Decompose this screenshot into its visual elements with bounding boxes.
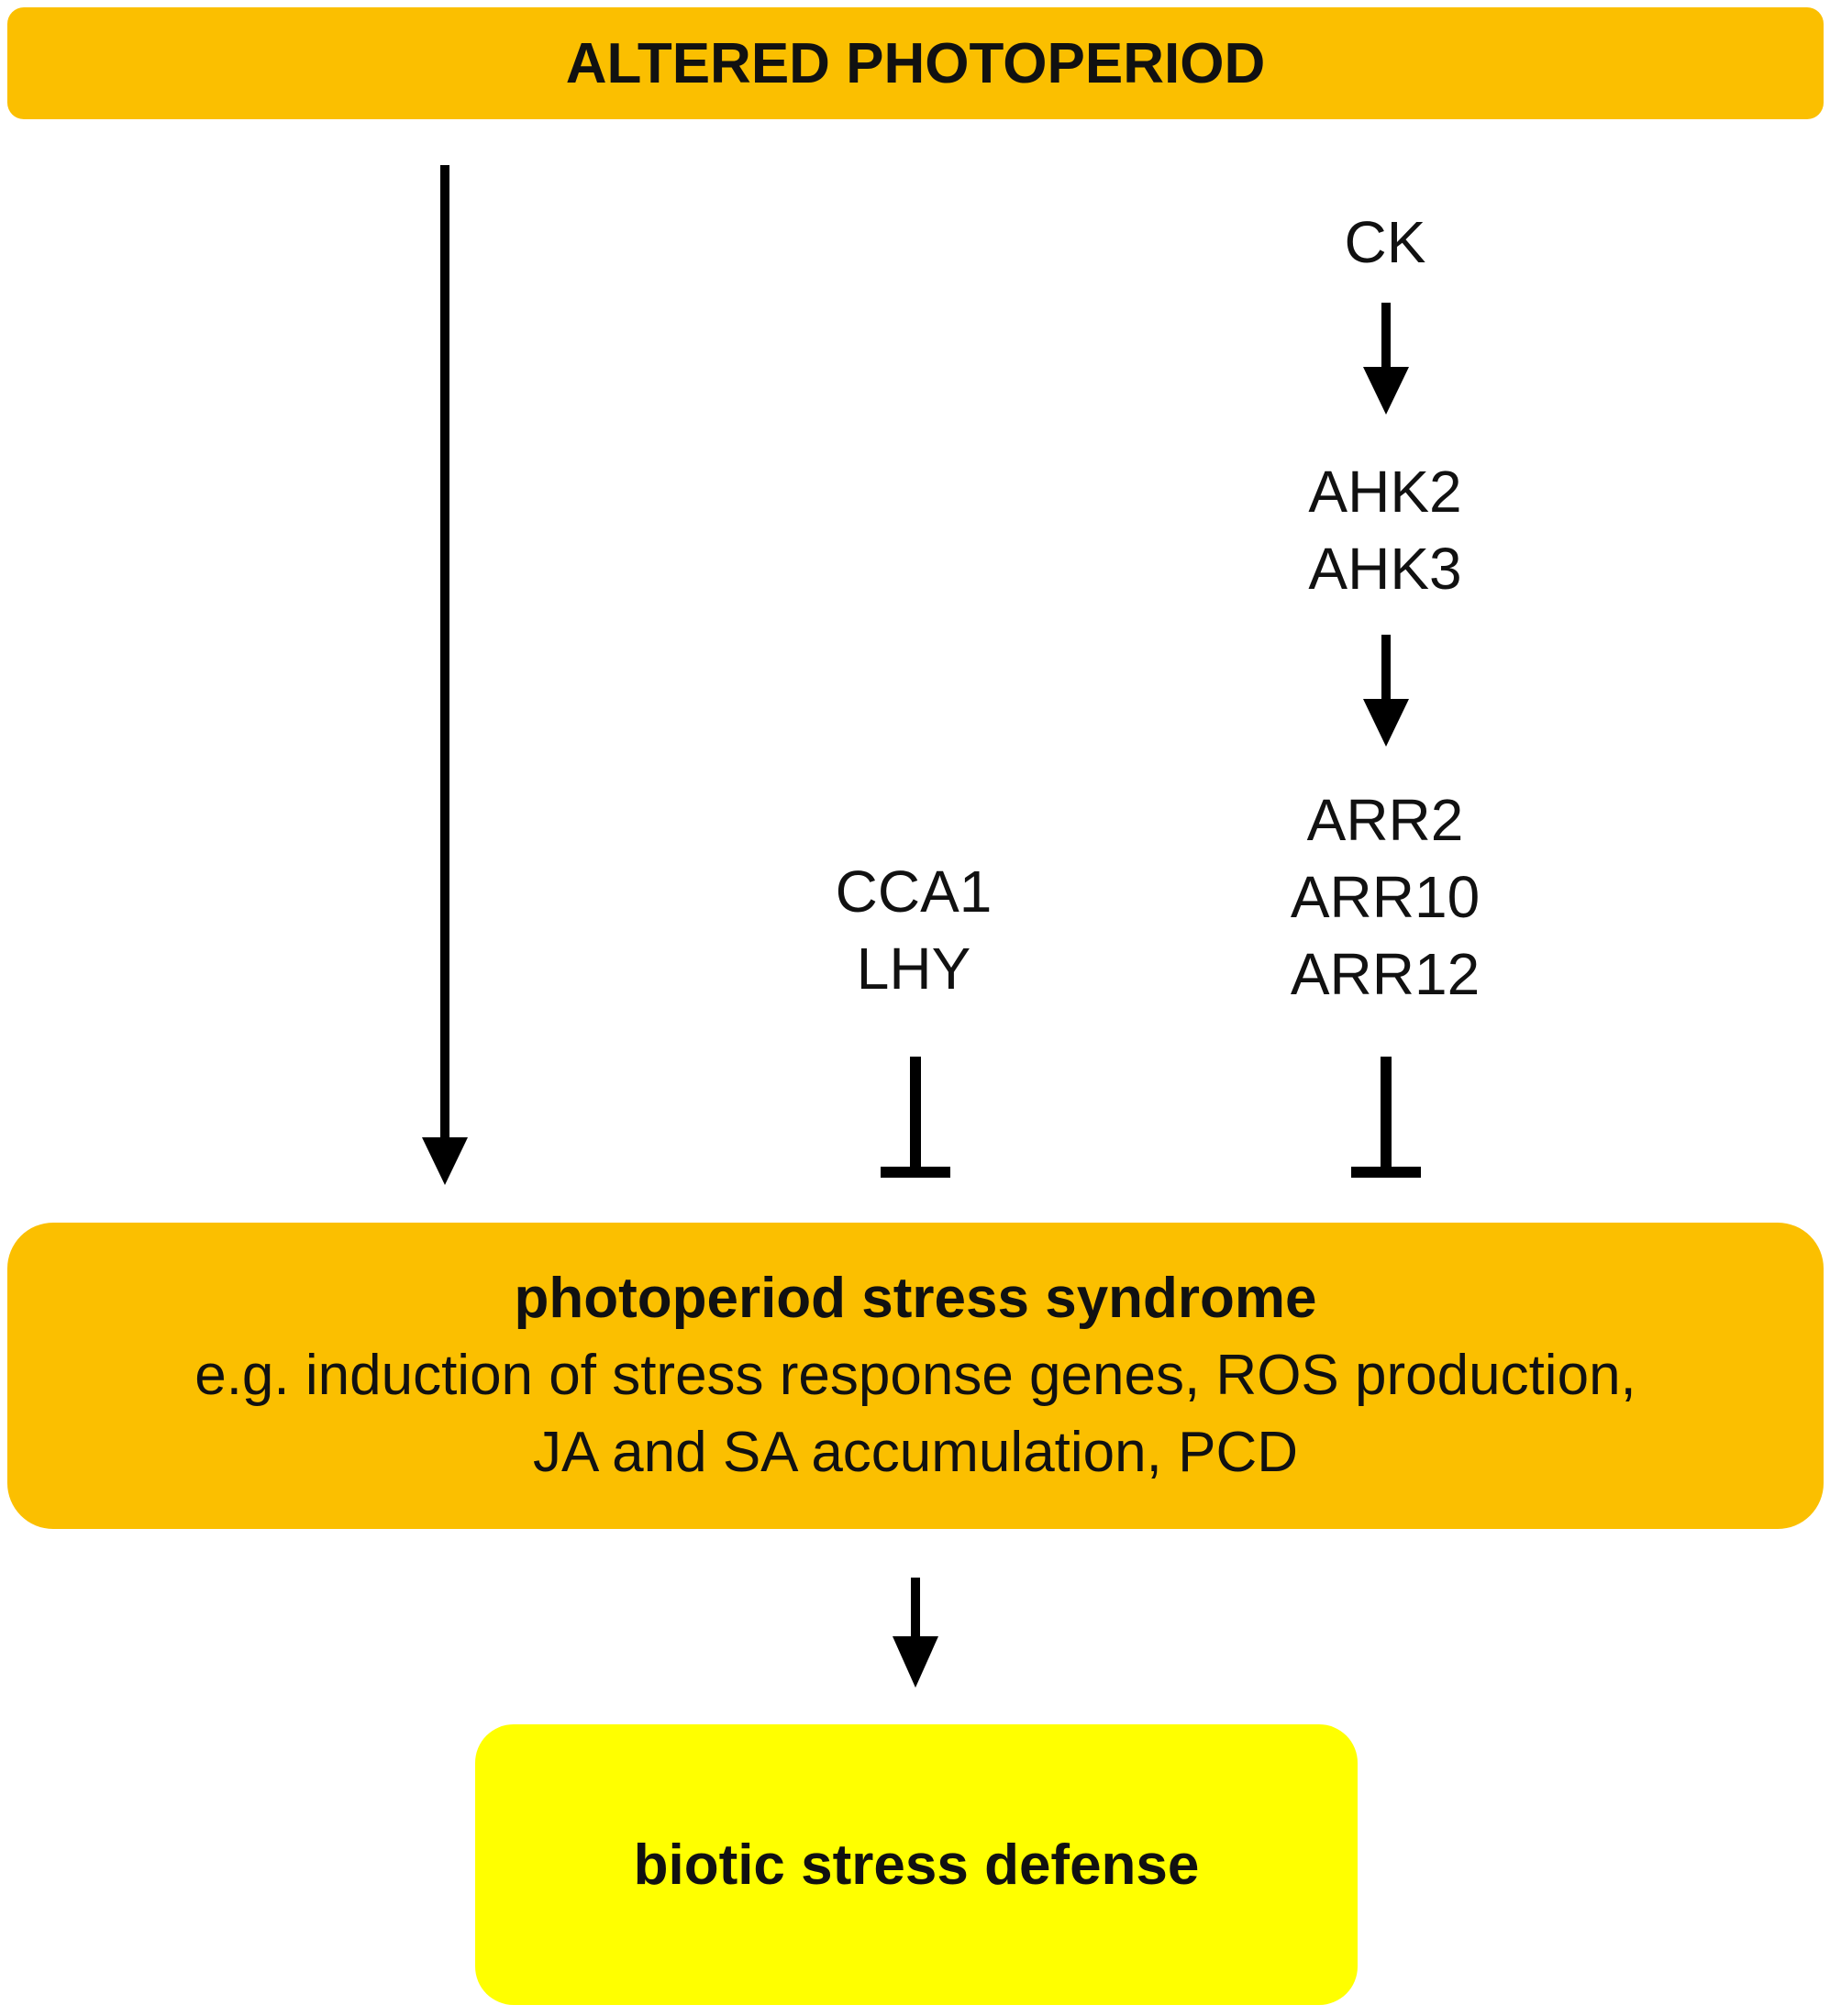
altered-photoperiod-label: ALTERED PHOTOPERIOD — [565, 31, 1266, 95]
stress-syndrome-line-1: e.g. induction of stress response genes,… — [194, 1344, 1636, 1407]
arrow-ahk-to-arr — [1363, 635, 1409, 747]
arr10-text: ARR10 — [1290, 864, 1481, 930]
cca1-text: CCA1 — [835, 858, 993, 925]
ahk2-text: AHK2 — [1308, 459, 1462, 525]
inhibition-arr-to-syndrome — [1351, 1057, 1421, 1178]
biotic-defense-box: biotic stress defense — [475, 1724, 1358, 2005]
ck-label: CK — [1248, 204, 1523, 281]
lhy-text: LHY — [856, 936, 971, 1002]
stress-syndrome-title: photoperiod stress syndrome — [514, 1267, 1317, 1330]
ahk3-text: AHK3 — [1308, 536, 1462, 602]
cca1-lhy-label: CCA1 LHY — [776, 853, 1051, 1007]
stress-syndrome-line-2: JA and SA accumulation, PCD — [532, 1421, 1298, 1484]
arr2-text: ARR2 — [1306, 787, 1464, 853]
arrow-photoperiod-to-syndrome — [422, 165, 468, 1185]
ck-text: CK — [1344, 209, 1426, 275]
arrow-ck-to-ahk — [1363, 303, 1409, 415]
ahk-label: AHK2 AHK3 — [1248, 453, 1523, 607]
arr-label: ARR2 ARR10 ARR12 — [1248, 781, 1523, 1013]
inhibition-cca1-to-syndrome — [881, 1057, 950, 1178]
altered-photoperiod-box: ALTERED PHOTOPERIOD — [7, 7, 1824, 119]
stress-syndrome-box: photoperiod stress syndrome e.g. inducti… — [7, 1223, 1824, 1529]
biotic-defense-label: biotic stress defense — [633, 1833, 1200, 1897]
arr12-text: ARR12 — [1290, 941, 1481, 1007]
arrow-syndrome-to-defense — [893, 1578, 938, 1688]
